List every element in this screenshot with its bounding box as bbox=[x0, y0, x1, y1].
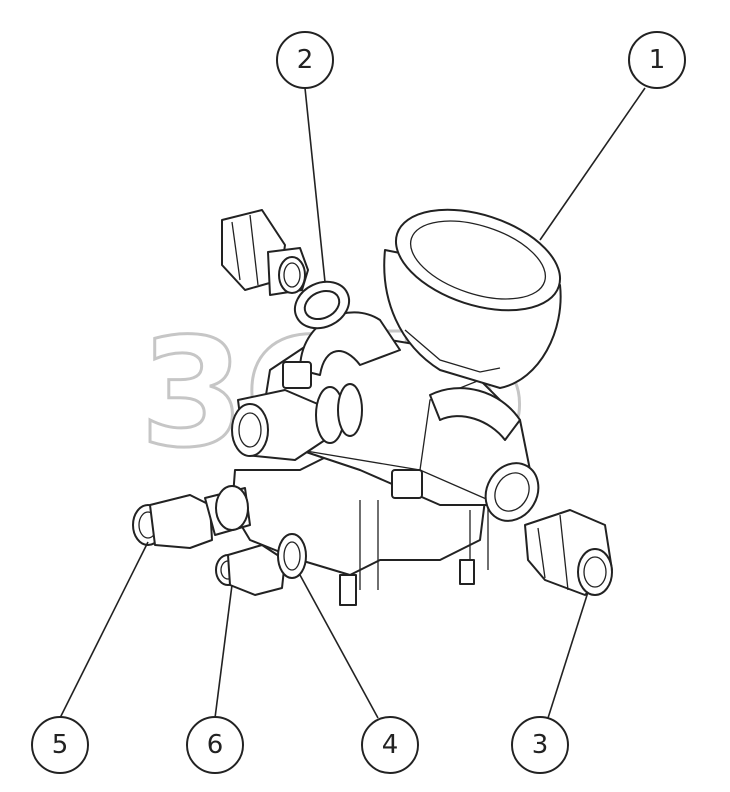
mounting-stud-left bbox=[339, 574, 357, 606]
callout-2-label: 2 bbox=[297, 45, 314, 75]
leader-4 bbox=[299, 574, 379, 719]
callout-2: 2 bbox=[276, 31, 334, 89]
callout-1-label: 1 bbox=[649, 45, 666, 75]
fitting-lower-left bbox=[132, 485, 251, 549]
callout-6-label: 6 bbox=[207, 730, 224, 760]
sealing-ring-top bbox=[293, 280, 351, 330]
leader-1 bbox=[539, 87, 646, 241]
fitting-top-left bbox=[221, 209, 309, 296]
leader-5 bbox=[59, 541, 149, 719]
top-bolt bbox=[282, 361, 312, 389]
diaphragm-cap bbox=[383, 208, 562, 389]
fitting-right bbox=[524, 509, 613, 596]
callout-4: 4 bbox=[361, 716, 419, 774]
callout-5: 5 bbox=[31, 716, 89, 774]
leader-3 bbox=[547, 591, 589, 719]
mounting-stud-right bbox=[459, 559, 475, 585]
leader-lines bbox=[59, 87, 646, 719]
leader-2 bbox=[304, 87, 326, 283]
callout-6: 6 bbox=[186, 716, 244, 774]
callout-5-label: 5 bbox=[52, 730, 69, 760]
fitting-lower-mid bbox=[215, 533, 307, 596]
callout-1: 1 bbox=[628, 31, 686, 89]
callout-3: 3 bbox=[511, 716, 569, 774]
callout-3-label: 3 bbox=[532, 730, 549, 760]
leader-6 bbox=[214, 584, 233, 719]
callout-4-label: 4 bbox=[382, 730, 399, 760]
body-ring-right bbox=[484, 462, 540, 522]
fitting-mid-left bbox=[231, 383, 363, 461]
body-bolt bbox=[391, 469, 423, 499]
